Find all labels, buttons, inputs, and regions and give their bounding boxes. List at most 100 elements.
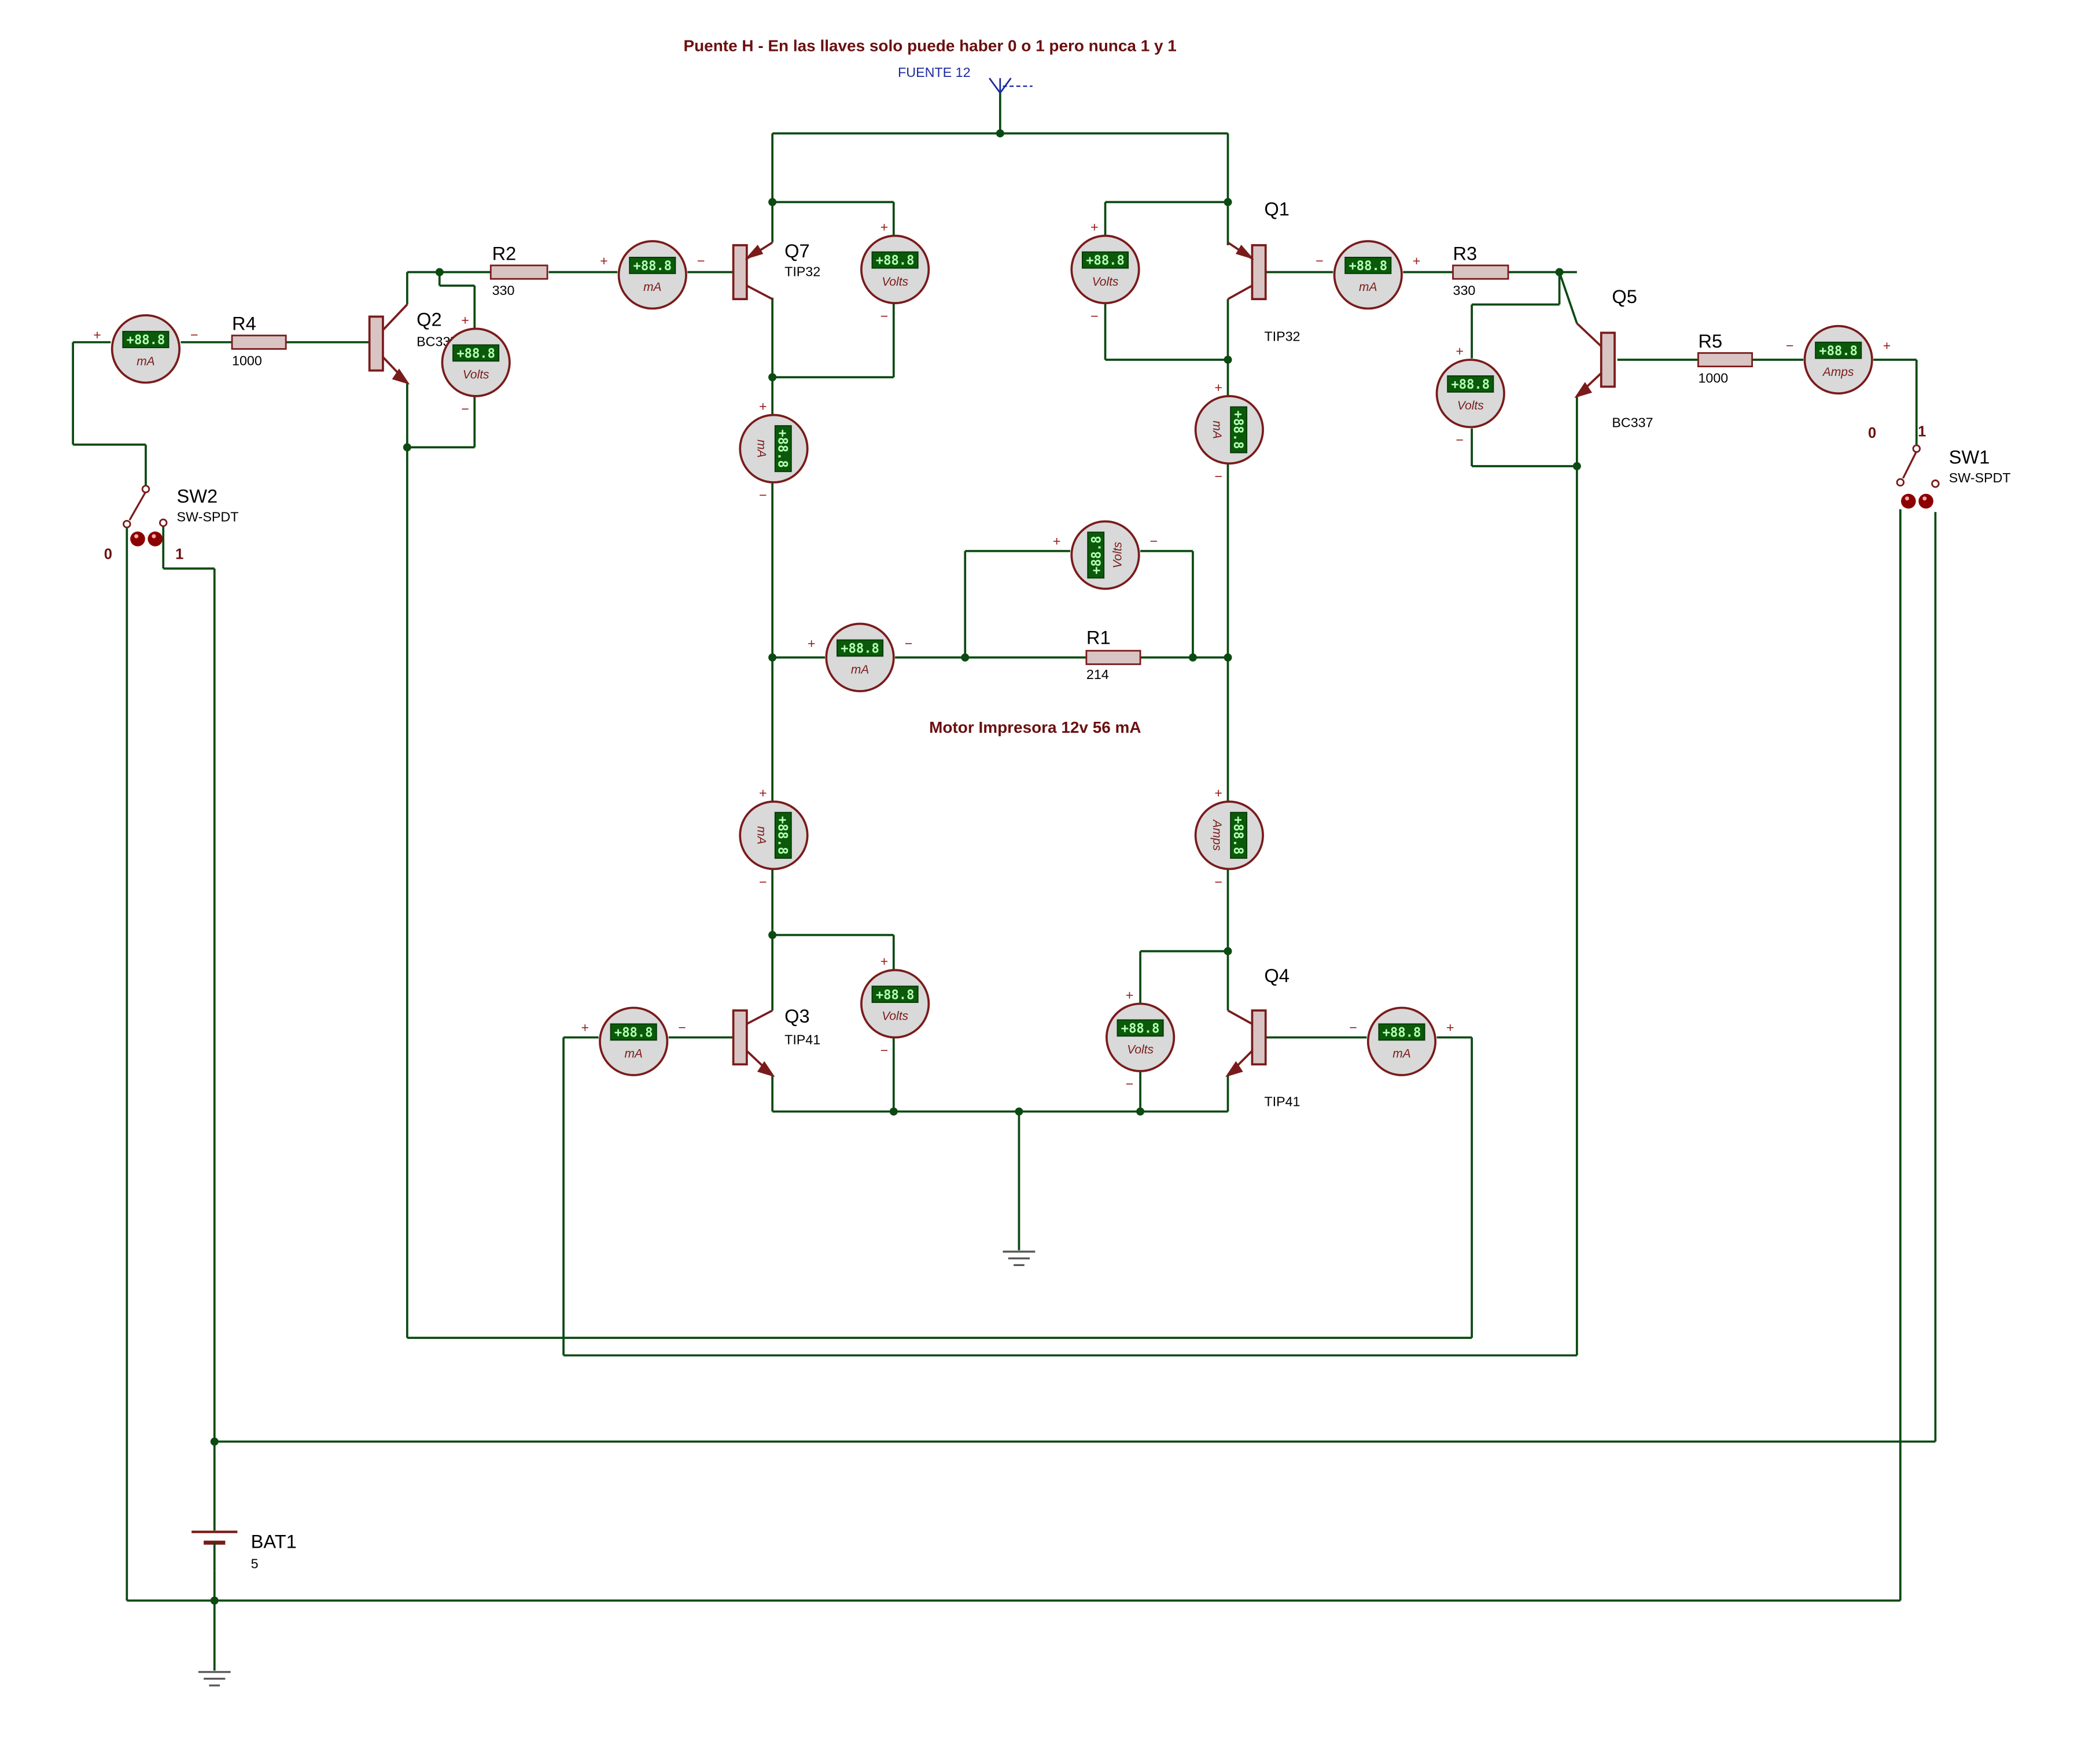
power-port-label: FUENTE 12 (898, 65, 971, 80)
meter-unit-label: mA (137, 355, 154, 368)
meter-plus-sign: + (759, 785, 767, 800)
r1-ref: R1 (1086, 626, 1111, 648)
meter-display (1378, 1023, 1425, 1041)
meter-m15: +88.8mA+− (581, 1006, 686, 1076)
junction-dots (210, 129, 1581, 1605)
meter-display (122, 331, 170, 348)
sw1-pos0-label: 0 (1868, 425, 1876, 441)
meter-unit-label: mA (1359, 281, 1377, 294)
meter-display (871, 986, 919, 1003)
q1-ref: Q1 (1264, 198, 1290, 220)
meter-unit-label: mA (1392, 1047, 1410, 1061)
meter-minus-sign: − (759, 488, 767, 503)
meter-body (441, 327, 511, 397)
switch-sw1[interactable] (1896, 444, 1940, 509)
meter-minus-sign: − (759, 874, 767, 890)
resistor-r5: R5 1000 (1697, 330, 1753, 386)
meter-unit-label: Volts (882, 275, 908, 289)
meter-unit-label: mA (643, 281, 661, 294)
meter-unit-label: mA (851, 663, 869, 677)
r2-value: 330 (492, 283, 515, 298)
ground-symbol-bridge (1003, 1250, 1036, 1266)
meter-minus-sign: − (1126, 1076, 1134, 1091)
meter-body (1194, 800, 1264, 870)
transistor-q3 (732, 1009, 775, 1078)
meter-minus-sign: − (880, 1043, 889, 1058)
meter-unit-label: Volts (1111, 541, 1124, 568)
transistor-q4 (1225, 1009, 1267, 1078)
ground-symbol-battery (198, 1671, 231, 1687)
meter-minus-sign: − (678, 1020, 686, 1035)
meter-m3: +88.8mA+− (600, 240, 705, 310)
meter-unit-label: Amps (1210, 818, 1224, 851)
meter-display (610, 1023, 657, 1041)
q5-ref: Q5 (1612, 286, 1637, 307)
meter-display-text: +88.8 (1451, 377, 1490, 392)
meter-body (1366, 1006, 1437, 1076)
meter-unit-label: Volts (1457, 399, 1484, 412)
resistor-r3: R3 330 (1452, 243, 1509, 298)
meter-plus-sign: + (581, 1020, 590, 1035)
meter-m13: +88.8 mA + − (739, 785, 809, 890)
meter-display (871, 251, 919, 269)
resistor-r4: R4 1000 (231, 313, 287, 368)
q3-ref: Q3 (784, 1005, 810, 1027)
r2-ref: R2 (492, 243, 517, 264)
meter-display (774, 811, 792, 859)
meter-plus-sign: + (461, 312, 469, 327)
meter-display-text: +88.8 (1089, 536, 1104, 574)
r1-value: 214 (1086, 667, 1109, 682)
meter-unit-label: Volts (1092, 275, 1119, 289)
bat1-value: 5 (251, 1556, 259, 1571)
sw2-pos0-label: 0 (104, 547, 112, 563)
meter-unit-label: mA (755, 440, 768, 457)
transistor-q2 (368, 304, 410, 385)
meter-m10: +88.8mA+− (1194, 380, 1264, 484)
meter-display (1447, 375, 1494, 393)
meter-body (1435, 359, 1505, 429)
sw2-value: SW-SPDT (177, 510, 239, 525)
meter-minus-sign: − (1786, 338, 1794, 353)
meter-body (1194, 394, 1264, 465)
r5-ref: R5 (1698, 330, 1722, 352)
r5-value: 1000 (1698, 371, 1728, 386)
meter-display-text: +88.8 (775, 816, 790, 855)
q2-ref: Q2 (417, 309, 442, 330)
q5-value: BC337 (1612, 415, 1653, 430)
switch-sw2[interactable] (123, 485, 168, 547)
meter-display (452, 344, 500, 362)
meter-display-text: +88.8 (775, 429, 790, 468)
meter-m18: +88.8mA+− (1349, 1006, 1454, 1076)
meter-body (860, 234, 930, 304)
meter-body (1070, 234, 1140, 304)
meter-body (599, 1006, 669, 1076)
meter-unit-label: mA (755, 826, 768, 844)
meter-display-text: +88.8 (1230, 816, 1246, 855)
meter-unit-label: Volts (463, 368, 489, 382)
meter-display-text: +88.8 (456, 346, 495, 361)
meter-display-text: +88.8 (1349, 259, 1387, 274)
meter-plus-sign: + (1456, 344, 1464, 359)
meter-display (774, 425, 792, 473)
schematic-title: Puente H - En las llaves solo puede habe… (683, 37, 1176, 55)
meter-display (1230, 406, 1248, 453)
r4-ref: R4 (232, 313, 256, 334)
meter-minus-sign: − (1090, 308, 1099, 323)
meter-plus-sign: + (1883, 338, 1891, 353)
meter-display-text: +88.8 (1121, 1021, 1160, 1036)
meter-minus-sign: − (1349, 1020, 1357, 1035)
meter-minus-sign: − (880, 308, 889, 323)
meter-display-text: +88.8 (1819, 344, 1858, 359)
meter-plus-sign: + (1214, 380, 1222, 395)
meter-m9: +88.8mA+− (739, 398, 809, 503)
meter-plus-sign: + (1053, 533, 1061, 548)
meter-display-text: +88.8 (1086, 253, 1125, 268)
bat1-ref: BAT1 (251, 1531, 297, 1552)
meter-display-text: +88.8 (614, 1025, 653, 1040)
meter-display-text: +88.8 (127, 333, 165, 348)
